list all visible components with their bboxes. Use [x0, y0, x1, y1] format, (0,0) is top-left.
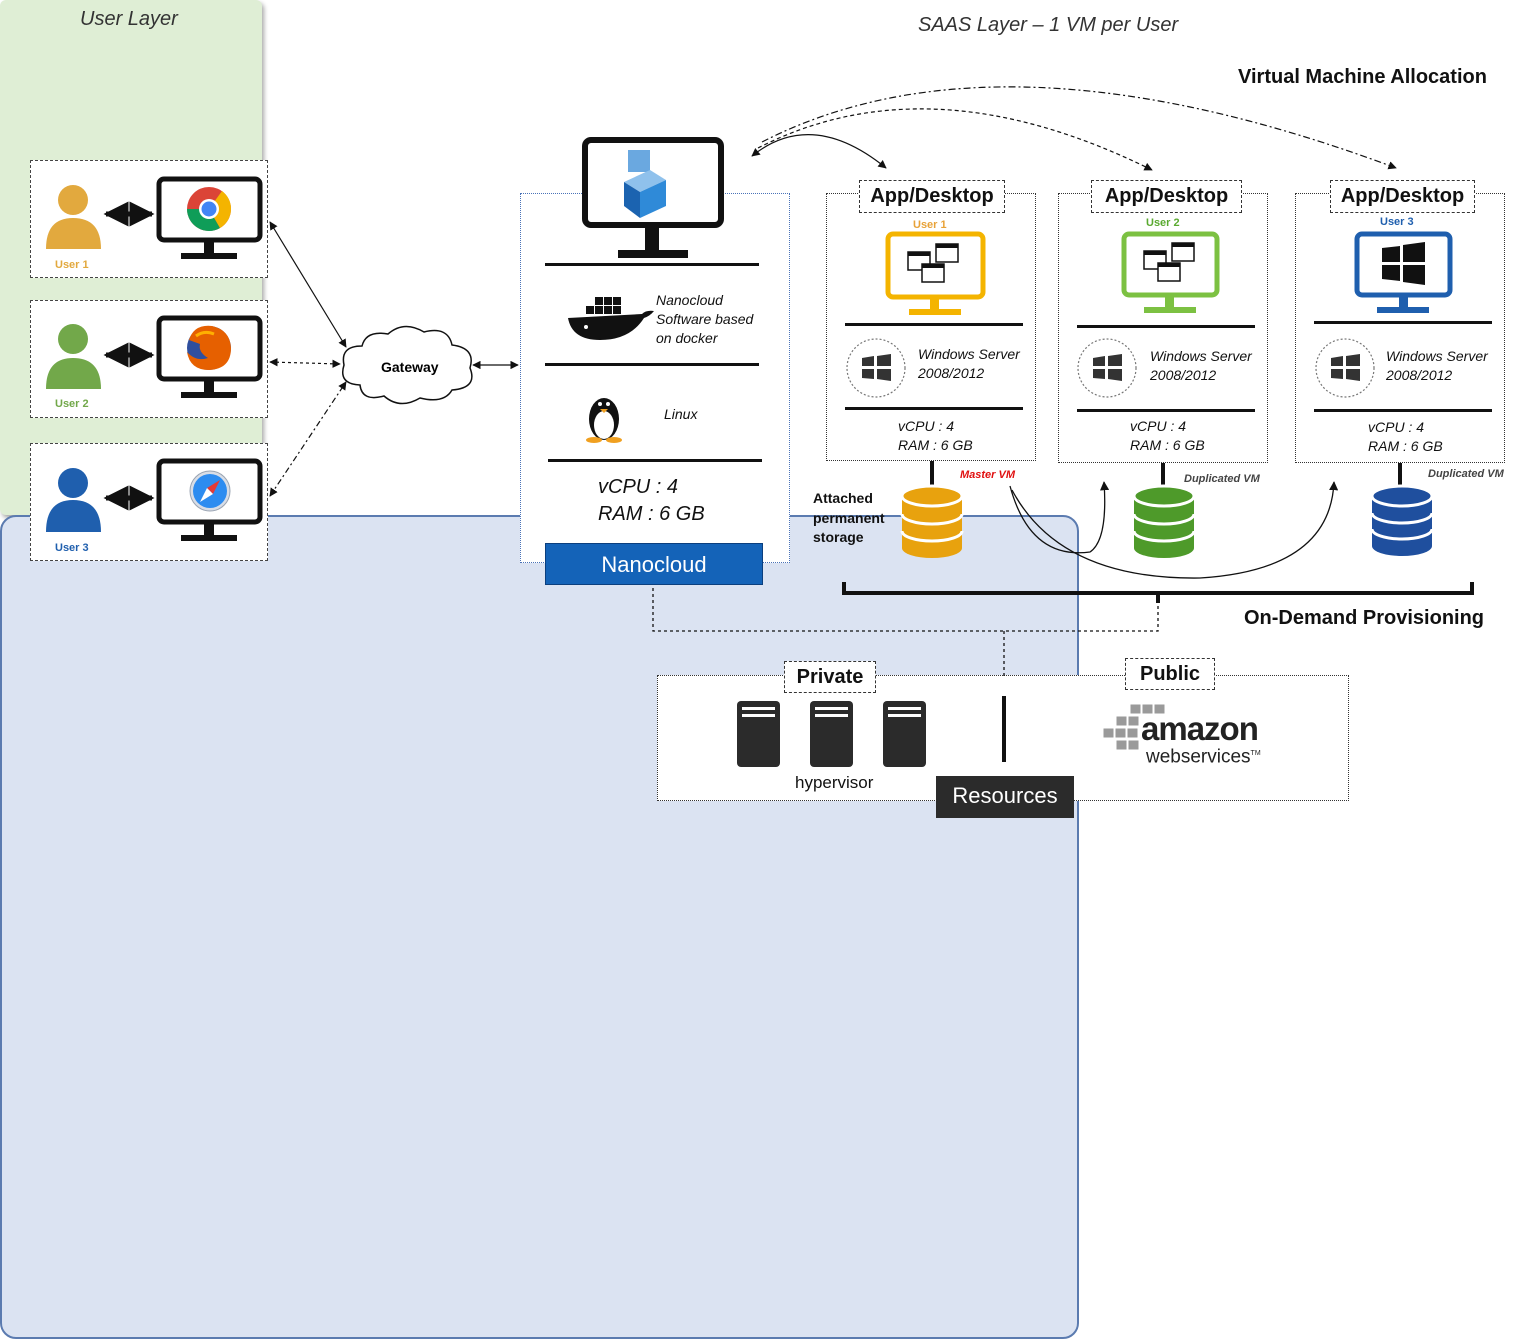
- docker-text-1: Nanocloud: [656, 292, 723, 308]
- nanocloud-logo-icon: [624, 150, 666, 218]
- webservices-text: webservicesTM: [1146, 744, 1261, 767]
- storage-label-3: storage: [813, 529, 864, 545]
- divider: [545, 263, 759, 266]
- windows-logo-icon: [1077, 338, 1137, 398]
- provisioning-bracket: [842, 582, 1474, 603]
- docker-text-2: Software based: [656, 311, 754, 327]
- trademark: TM: [1250, 750, 1261, 757]
- chrome-icon: [187, 187, 232, 231]
- server-icon: [810, 701, 853, 767]
- nanocloud-specs: vCPU : 4 RAM : 6 GB: [598, 474, 705, 528]
- vm-title-3: App/Desktop: [1330, 180, 1475, 213]
- divider: [1077, 325, 1255, 328]
- docker-icon: [568, 297, 654, 340]
- divider: [1077, 409, 1255, 412]
- user-icon-2: [46, 324, 101, 389]
- app-monitor-icon-1: [885, 231, 986, 315]
- vm-os-2b: 2008/2012: [1150, 367, 1217, 383]
- vm-vcpu-1: vCPU : 4: [898, 418, 955, 434]
- nanocloud-ram: RAM : 6 GB: [598, 503, 705, 525]
- duplication-arrow: [1011, 481, 1339, 579]
- vm-ram-3: RAM : 6 GB: [1368, 438, 1443, 454]
- allocation-arrow: [757, 108, 1153, 171]
- on-demand-title: On-Demand Provisioning: [1244, 607, 1485, 629]
- diagram-graphics: User 1 User 2 User 3 Ga: [46, 86, 1474, 767]
- user-layer-title: User Layer: [80, 8, 178, 30]
- divider: [545, 363, 759, 366]
- windows-logo-icon: [846, 338, 906, 398]
- database-icon-1: [900, 484, 964, 558]
- windows-logo-icon: [1315, 338, 1375, 398]
- user-icon-3: [46, 468, 101, 532]
- connector: [269, 221, 347, 348]
- gateway-label: Gateway: [381, 359, 439, 375]
- divider: [548, 459, 762, 462]
- resources-label: Resources: [936, 776, 1074, 818]
- vm-os-1b: 2008/2012: [918, 365, 985, 381]
- connector: [269, 358, 341, 368]
- database-icon-2: [1132, 484, 1196, 558]
- hypervisor-label: hypervisor: [795, 773, 874, 792]
- vm-user-2: User 2: [1146, 217, 1180, 229]
- vm-tag-1: Master VM: [960, 469, 1016, 481]
- vm-vcpu-3: vCPU : 4: [1368, 419, 1425, 435]
- vm-ram-2: RAM : 6 GB: [1130, 437, 1205, 453]
- docker-text-3: on docker: [656, 330, 718, 346]
- vm-tag-2: Duplicated VM: [1184, 473, 1260, 485]
- saas-layer-title: SAAS Layer – 1 VM per User: [918, 14, 1179, 36]
- safari-icon: [189, 470, 231, 512]
- amazon-text: amazon: [1141, 710, 1259, 747]
- storage-label-1: Attached: [813, 490, 873, 506]
- gateway-cloud-icon: [342, 325, 473, 405]
- allocation-arrow: [751, 134, 887, 169]
- connector: [269, 381, 347, 497]
- storage-label-2: permanent: [813, 509, 885, 526]
- connector: [652, 588, 1159, 632]
- vm-user-1: User 1: [913, 219, 947, 231]
- vm-ram-1: RAM : 6 GB: [898, 437, 973, 453]
- vm-os-3a: Windows Server: [1386, 348, 1488, 364]
- storage-label: Attached permanent storage: [813, 489, 885, 548]
- linux-text: Linux: [664, 406, 698, 422]
- app-monitor-icon-2: [1121, 231, 1220, 313]
- public-label: Public: [1125, 658, 1215, 690]
- nanocloud-vcpu: vCPU : 4: [598, 476, 679, 498]
- nanocloud-label: Nanocloud: [545, 543, 763, 585]
- vm-vcpu-2: vCPU : 4: [1130, 418, 1187, 434]
- vm-os-1a: Windows Server: [918, 346, 1020, 362]
- vm-os-2a: Windows Server: [1150, 348, 1252, 364]
- webservices-word: webservices: [1146, 746, 1251, 768]
- divider: [1314, 409, 1492, 412]
- server-icon: [883, 701, 926, 767]
- user-icon-1: [46, 185, 101, 249]
- vm-user-3: User 3: [1380, 216, 1414, 228]
- private-label: Private: [784, 661, 876, 693]
- windows-monitor-icon-3: [1354, 231, 1453, 313]
- database-icon-3: [1370, 484, 1434, 556]
- vm-allocation-title: Virtual Machine Allocation: [1238, 66, 1487, 88]
- vm-title-1: App/Desktop: [859, 180, 1005, 213]
- server-icon: [737, 701, 780, 767]
- vm-os-3b: 2008/2012: [1386, 367, 1453, 383]
- duplication-arrow: [1009, 481, 1110, 554]
- divider: [845, 323, 1023, 326]
- divider: [1314, 321, 1492, 324]
- aws-cubes-icon: [1102, 703, 1166, 751]
- user-label-2: User 2: [55, 398, 89, 410]
- divider: [845, 407, 1023, 410]
- user-label-3: User 3: [55, 542, 89, 554]
- vm-tag-3: Duplicated VM: [1428, 468, 1504, 480]
- allocation-arrow: [761, 86, 1397, 170]
- vm-title-2: App/Desktop: [1091, 180, 1242, 213]
- linux-tux-icon: [586, 398, 622, 443]
- firefox-icon: [187, 325, 231, 370]
- user-label-1: User 1: [55, 259, 89, 271]
